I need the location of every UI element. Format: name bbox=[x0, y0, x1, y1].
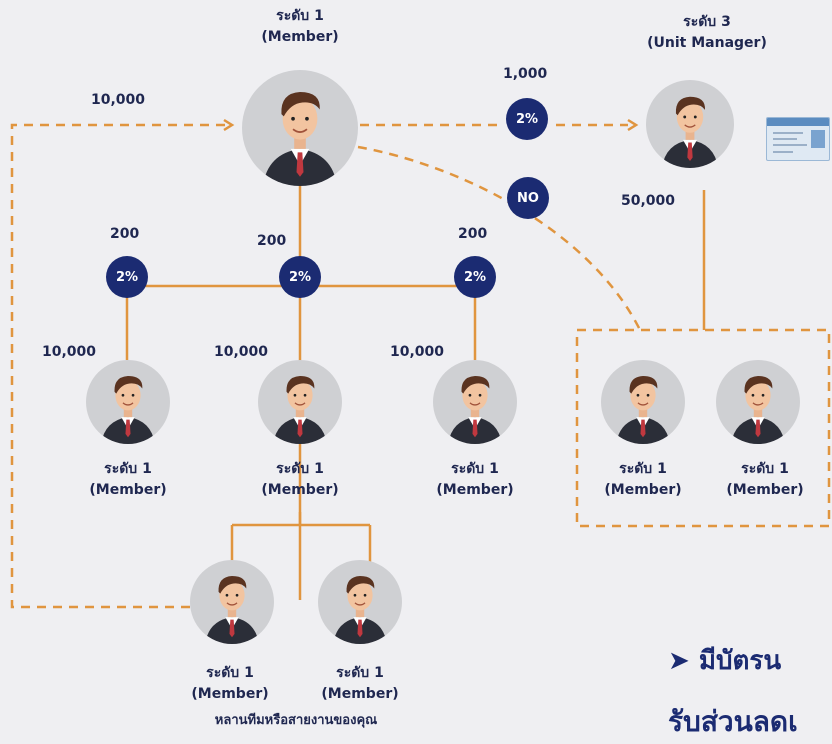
person-icon bbox=[661, 96, 719, 168]
avatar-grandchild-right bbox=[318, 560, 402, 644]
avatar-top-member bbox=[242, 70, 358, 186]
person-icon bbox=[333, 575, 387, 644]
dashed-loop-left bbox=[10, 123, 225, 609]
dashed-curve-no bbox=[357, 145, 642, 331]
group-right-level: ระดับ 1 bbox=[741, 461, 789, 477]
amount-child-left: 10,000 bbox=[42, 344, 97, 360]
grandchild-left-role: (Member) bbox=[191, 686, 269, 702]
badge-branch-right: 2% bbox=[454, 256, 496, 298]
amount-branch-right: 200 bbox=[458, 226, 488, 242]
avatar-grandchild-left bbox=[190, 560, 274, 644]
child-right-role: (Member) bbox=[436, 482, 514, 498]
avatar-group-left bbox=[601, 360, 685, 444]
child-mid-level: ระดับ 1 bbox=[276, 461, 324, 477]
arrow-head-manager bbox=[627, 118, 639, 132]
discount-text: รับส่วนลดเ bbox=[668, 705, 798, 738]
avatar-group-right bbox=[716, 360, 800, 444]
top-member-role: (Member) bbox=[261, 29, 339, 45]
avatar-child-right bbox=[433, 360, 517, 444]
badge-branch-left: 2% bbox=[106, 256, 148, 298]
child-left-level: ระดับ 1 bbox=[104, 461, 152, 477]
top-member-level: ระดับ 1 bbox=[276, 8, 324, 24]
card-benefit-text: ➤ มีบัตรน bbox=[668, 646, 782, 676]
child-left-role: (Member) bbox=[89, 482, 167, 498]
manager-level: ระดับ 3 bbox=[683, 14, 731, 30]
amount-branch-left: 200 bbox=[110, 226, 140, 242]
amount-branch-mid: 200 bbox=[257, 233, 287, 249]
amount-manager: 50,000 bbox=[621, 193, 676, 209]
person-icon bbox=[273, 375, 327, 444]
id-card-icon bbox=[766, 117, 830, 161]
avatar-child-mid bbox=[258, 360, 342, 444]
avatar-manager bbox=[646, 80, 734, 168]
child-mid-role: (Member) bbox=[261, 482, 339, 498]
manager-role: (Unit Manager) bbox=[647, 35, 767, 51]
person-icon bbox=[205, 575, 259, 644]
grandchild-right-role: (Member) bbox=[321, 686, 399, 702]
person-icon bbox=[101, 375, 155, 444]
amount-to-manager: 1,000 bbox=[503, 66, 548, 82]
badge-branch-mid: 2% bbox=[279, 256, 321, 298]
badge-no: NO bbox=[507, 177, 549, 219]
person-icon bbox=[731, 375, 785, 444]
child-right-level: ระดับ 1 bbox=[451, 461, 499, 477]
amount-child-mid: 10,000 bbox=[214, 344, 269, 360]
amount-child-right: 10,000 bbox=[390, 344, 445, 360]
person-icon bbox=[448, 375, 502, 444]
group-right-role: (Member) bbox=[726, 482, 804, 498]
grandchild-left-level: ระดับ 1 bbox=[206, 665, 254, 681]
arrow-head-left bbox=[223, 118, 235, 132]
grandchild-right-level: ระดับ 1 bbox=[336, 665, 384, 681]
group-left-level: ระดับ 1 bbox=[619, 461, 667, 477]
badge-to-manager: 2% bbox=[506, 98, 548, 140]
group-left-role: (Member) bbox=[604, 482, 682, 498]
avatar-child-left bbox=[86, 360, 170, 444]
person-icon bbox=[616, 375, 670, 444]
person-icon bbox=[262, 92, 338, 186]
team-caption: หลานทีมหรือสายงานของคุณ bbox=[214, 713, 378, 728]
amount-left-loop: 10,000 bbox=[91, 92, 146, 108]
